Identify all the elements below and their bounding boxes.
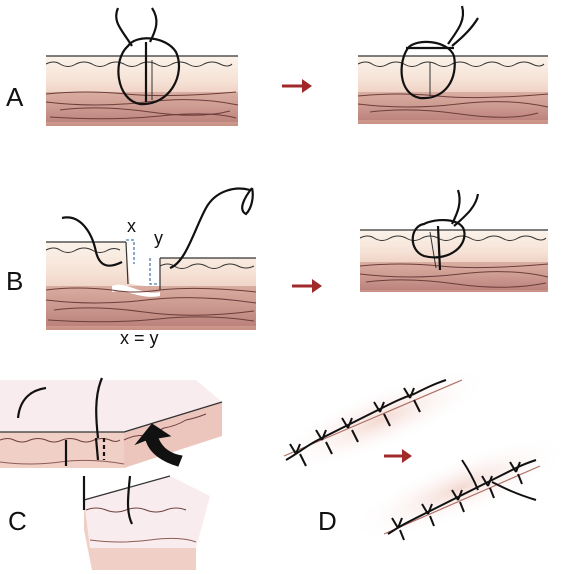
suture-strands-b-left — [61, 187, 254, 270]
upper-skin-slab — [0, 380, 223, 468]
panel-label-b: B — [6, 266, 24, 296]
right-arrow-icon — [384, 449, 412, 463]
running-suture-lower — [383, 459, 541, 541]
skin-block-b-right — [359, 229, 549, 292]
skin-block-a-left — [45, 55, 239, 126]
depth-mark-y: y — [154, 228, 163, 248]
running-suture-upper — [283, 379, 463, 467]
suture-loop-b-right — [411, 189, 480, 271]
panel-c — [0, 377, 223, 570]
panel-b: x y x = y — [45, 187, 549, 348]
right-arrow-icon — [282, 79, 312, 93]
depth-equation: x = y — [120, 328, 159, 348]
panel-a — [45, 5, 549, 126]
skin-block-b-left — [45, 241, 257, 330]
depth-guides — [126, 239, 158, 285]
panel-d — [270, 367, 564, 541]
suture-loop-a-left — [115, 7, 181, 106]
suture-loop-a-right — [400, 5, 479, 100]
right-arrow-icon — [292, 279, 322, 293]
suture-strands-c — [16, 377, 134, 525]
up-arrow-icon — [134, 423, 183, 467]
panel-label-c: C — [8, 506, 27, 536]
skin-block-a-right — [357, 55, 549, 124]
panel-label-a: A — [6, 82, 24, 112]
lower-skin-slab — [83, 475, 210, 570]
panel-label-d: D — [318, 506, 337, 536]
depth-mark-x: x — [127, 216, 136, 236]
